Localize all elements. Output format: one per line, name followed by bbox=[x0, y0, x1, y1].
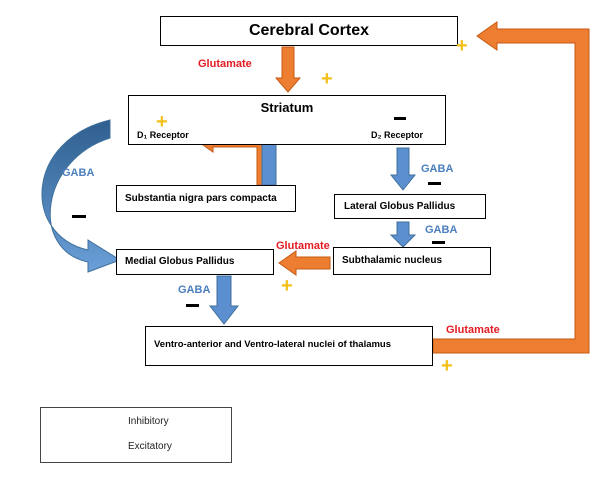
striatum-label: Striatum bbox=[260, 100, 314, 115]
thalamus-box: Ventro-anterior and Ventro-lateral nucle… bbox=[145, 326, 433, 366]
subthalamic-nucleus-box: Subthalamic nucleus bbox=[333, 247, 491, 275]
substantia-nigra-label: Substantia nigra pars compacta bbox=[125, 193, 277, 204]
substantia-nigra-box: Substantia nigra pars compacta bbox=[116, 185, 296, 212]
mgp-to-thalamus-arrow bbox=[208, 275, 240, 325]
subthalamic-nucleus-label: Subthalamic nucleus bbox=[342, 255, 443, 266]
thalamus-label: Ventro-anterior and Ventro-lateral nucle… bbox=[154, 339, 392, 350]
lgp-to-stn-arrow bbox=[389, 221, 417, 248]
glutamate-cortex-label: Glutamate bbox=[198, 58, 252, 70]
plus-sign-stn-output: + bbox=[281, 275, 293, 297]
lateral-globus-pallidus-box: Lateral Globus Pallidus bbox=[334, 194, 486, 219]
medial-globus-pallidus-label: Medial Globus Pallidus bbox=[125, 256, 235, 267]
lateral-globus-pallidus-label: Lateral Globus Pallidus bbox=[344, 201, 456, 212]
plus-sign-cortex-entry: + bbox=[456, 35, 468, 57]
minus-sign-direct-gaba bbox=[72, 215, 86, 218]
medial-globus-pallidus-box: Medial Globus Pallidus bbox=[116, 249, 274, 275]
cerebral-cortex-label: Cerebral Cortex bbox=[248, 22, 370, 39]
legend-box bbox=[40, 407, 232, 463]
d2-receptor-label: D₂ Receptor bbox=[371, 130, 424, 140]
d2-to-lgp-arrow bbox=[389, 147, 417, 191]
gaba-mgp-thalamus-label: GABA bbox=[178, 284, 211, 296]
plus-sign-striatum-input: + bbox=[321, 68, 333, 90]
plus-sign-thalamus-output: + bbox=[441, 355, 453, 377]
minus-sign-stn bbox=[432, 241, 445, 244]
cortex-to-striatum-arrow bbox=[274, 46, 302, 93]
legend-excitatory-label: Excitatory bbox=[128, 441, 172, 452]
d1-receptor-label: D₁ Receptor bbox=[137, 130, 189, 140]
gaba-lgp-stn-label: GABA bbox=[425, 224, 458, 236]
cerebral-cortex-box: Cerebral Cortex bbox=[160, 16, 458, 46]
gaba-d2-lgp-label: GABA bbox=[421, 163, 454, 175]
minus-sign-lgp bbox=[428, 182, 441, 185]
minus-sign-d2 bbox=[394, 117, 406, 120]
glutamate-stn-label: Glutamate bbox=[276, 240, 330, 252]
legend-inhibitory-label: Inhibitory bbox=[128, 416, 169, 427]
thalamus-to-cortex-arrow bbox=[432, 21, 590, 354]
minus-sign-mgp-thalamus bbox=[186, 304, 199, 307]
gaba-direct-label: GABA bbox=[62, 167, 95, 179]
stn-to-mgp-arrow bbox=[278, 250, 331, 276]
striatum-box: Striatum D₁ Receptor D₂ Receptor bbox=[128, 95, 446, 145]
plus-sign-d1: + bbox=[156, 111, 168, 133]
gaba-direct-pathway-arrow bbox=[41, 119, 122, 273]
glutamate-thalamus-label: Glutamate bbox=[446, 324, 500, 336]
